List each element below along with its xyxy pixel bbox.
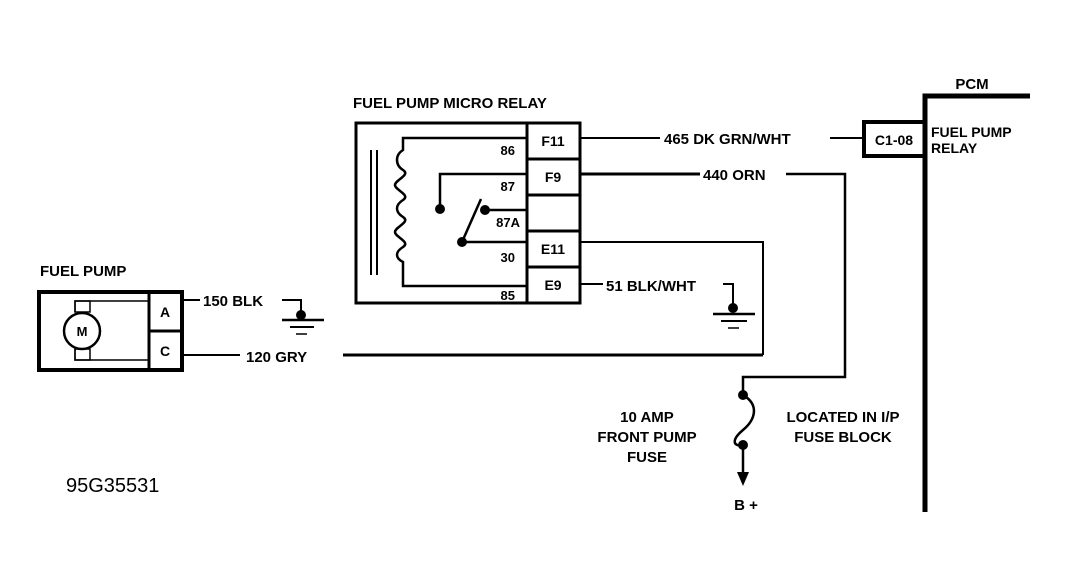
contact-87a-dot	[480, 205, 490, 215]
motor-circle	[62, 311, 102, 351]
relay-switch-arm	[460, 198, 483, 243]
pin-30: 30	[501, 250, 515, 265]
ground-icon	[713, 283, 755, 329]
relay-coil-icon	[393, 136, 527, 288]
pcm-connector-label: C1-08	[875, 132, 913, 148]
ground-icon	[282, 299, 324, 335]
fuse-icon	[733, 390, 756, 486]
pcm-title: PCM	[955, 76, 988, 93]
ground-lead	[282, 299, 302, 312]
pin-86: 86	[501, 143, 515, 158]
wire-465-label: 465 DK GRN/WHT	[664, 131, 791, 148]
connector-label-f9: F9	[545, 169, 562, 185]
connector-label-f11: F11	[541, 133, 565, 149]
fuse-label-line2: FRONT PUMP	[597, 429, 696, 446]
fuse-label-line3: FUSE	[627, 449, 667, 466]
pcm-circuit-label-line2: RELAY	[931, 140, 978, 156]
wire-120-label: 120 GRY	[246, 349, 307, 366]
wire-440-right	[741, 172, 847, 392]
pin-87: 87	[501, 179, 515, 194]
relay-title: FUEL PUMP MICRO RELAY	[353, 95, 547, 112]
ground-dot	[728, 303, 738, 313]
pin-87a: 87A	[496, 215, 520, 230]
arrow-down-icon	[737, 472, 749, 486]
contact-87-dot	[435, 204, 445, 214]
motor-brush-bottom	[74, 348, 91, 361]
b-plus-label: B +	[734, 497, 758, 514]
connector-label-e9: E9	[544, 277, 561, 293]
pcm-connector-c1-08	[862, 120, 927, 158]
motor-label: M	[77, 324, 88, 339]
fuse-location-line1: LOCATED IN I/P	[786, 409, 899, 426]
wire-87-internal	[438, 172, 527, 209]
ground-dot	[296, 310, 306, 320]
relay-body	[354, 121, 582, 305]
pcm-circuit-label-line1: FUEL PUMP	[931, 124, 1012, 140]
fuel-pump-title: FUEL PUMP	[40, 263, 126, 280]
connector-label-e11: E11	[541, 241, 565, 257]
fuel-pump-terminal-a-label: A	[160, 304, 170, 320]
wire-51-label: 51 BLK/WHT	[606, 278, 696, 295]
ground-lead	[723, 283, 734, 305]
fuse-label-line1: 10 AMP	[620, 409, 674, 426]
wire-e11-routing	[580, 241, 764, 355]
fuel-pump-terminal-c-label: C	[160, 343, 170, 359]
wire-440-label: 440 ORN	[703, 167, 766, 184]
relay-connector-block	[525, 121, 582, 305]
motor-brush-top	[74, 300, 91, 313]
relay-internal-circuit	[370, 136, 527, 288]
pin-85: 85	[501, 288, 515, 303]
motor-icon: M	[62, 300, 149, 361]
connector-empty	[525, 193, 582, 233]
fuel-pump-terminal-c	[147, 329, 184, 372]
figure-code: 95G35531	[66, 475, 159, 497]
pcm-boundary	[922, 93, 1030, 512]
fuse-element	[733, 393, 756, 447]
wire-150-label: 150 BLK	[203, 293, 263, 310]
fuse-location-line2: FUSE BLOCK	[794, 429, 892, 446]
